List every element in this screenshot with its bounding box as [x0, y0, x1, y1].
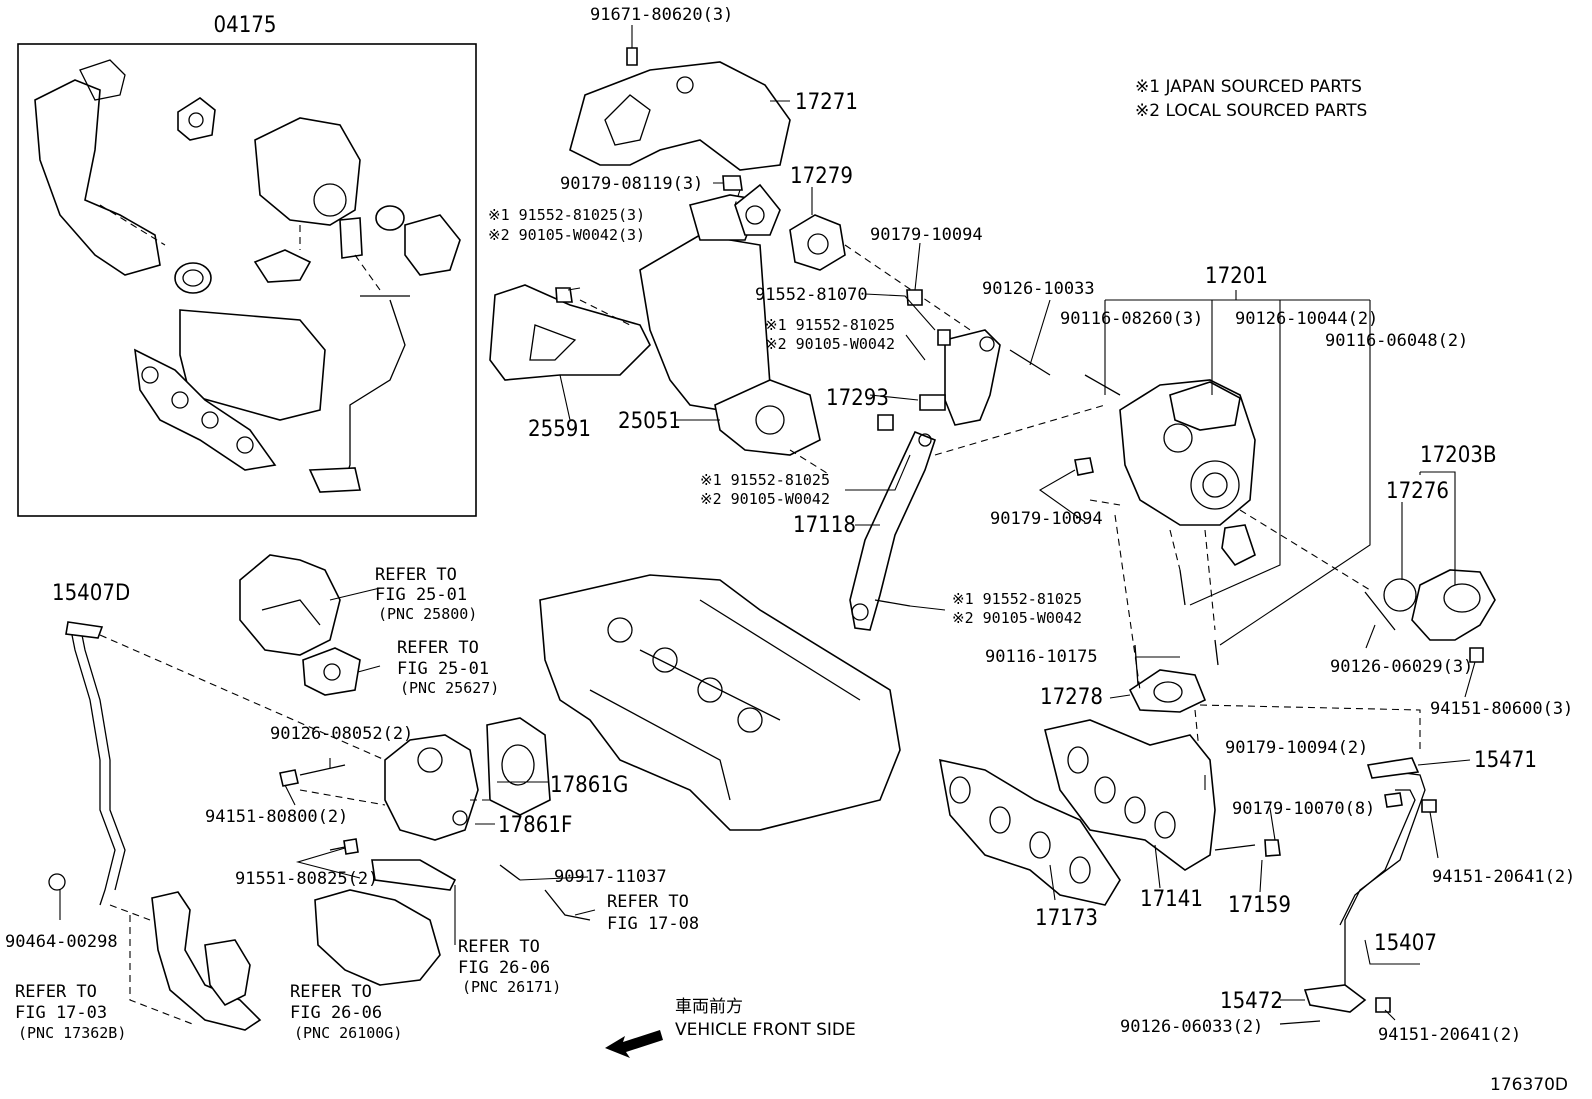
label-91671-80620[interactable]: 91671-80620(3) — [590, 5, 733, 25]
svg-text:(PNC 26100G): (PNC 26100G) — [294, 1024, 402, 1042]
note-japan: ※1 JAPAN SOURCED PARTS — [1135, 77, 1362, 97]
label-17159[interactable]: 17159 — [1228, 893, 1291, 918]
label-90116-06048[interactable]: 90116-06048(2) — [1325, 331, 1468, 351]
svg-text:FIG 25-01: FIG 25-01 — [397, 659, 489, 679]
exhaust-manifold — [938, 719, 1281, 906]
label-17118[interactable]: 17118 — [793, 513, 856, 538]
left-components — [48, 554, 591, 1031]
label-94151-20641-a[interactable]: 94151-20641(2) — [1432, 867, 1575, 887]
label-25051[interactable]: 25051 — [618, 409, 681, 434]
label-94151-80800[interactable]: 94151-80800(2) — [205, 807, 348, 827]
assembly-box: 04175 — [17, 13, 477, 517]
label-25591[interactable]: 25591 — [528, 417, 591, 442]
svg-text:REFER TO: REFER TO — [15, 982, 97, 1002]
label-17861f[interactable]: 17861F — [498, 813, 572, 838]
label-17861g[interactable]: 17861G — [550, 773, 628, 798]
label-15407d[interactable]: 15407D — [52, 581, 130, 606]
label-17279[interactable]: 17279 — [790, 164, 853, 189]
label-17203b[interactable]: 17203B — [1420, 443, 1497, 468]
svg-text:FIG 26-06: FIG 26-06 — [458, 958, 550, 978]
turbocharger — [849, 289, 1496, 851]
label-91552-81025-b[interactable]: ※1 91552-81025 — [765, 316, 895, 334]
label-15407[interactable]: 15407 — [1374, 931, 1437, 956]
svg-text:REFER TO: REFER TO — [397, 638, 479, 658]
label-17293[interactable]: 17293 — [826, 386, 889, 411]
label-90105-w0042-b[interactable]: ※2 90105-W0042 — [765, 335, 895, 353]
label-91552-81070[interactable]: 91552-81070 — [755, 285, 868, 305]
svg-text:FIG 17-08: FIG 17-08 — [607, 914, 699, 934]
svg-text:FIG 26-06: FIG 26-06 — [290, 1003, 382, 1023]
label-90179-10094-b[interactable]: 90179-10094 — [990, 509, 1103, 529]
assembly-number[interactable]: 04175 — [214, 13, 277, 38]
label-17173[interactable]: 17173 — [1035, 906, 1098, 931]
label-90917-11037[interactable]: 90917-11037 — [554, 867, 667, 887]
refer-fig-26-06-26171[interactable]: REFER TO FIG 26-06 (PNC 26171) — [458, 937, 561, 996]
direction-jp: 車両前方 — [675, 997, 743, 1017]
label-90126-06029[interactable]: 90126-06029(3) — [1330, 657, 1473, 677]
svg-text:(PNC 26171): (PNC 26171) — [462, 978, 561, 996]
label-90116-08260[interactable]: 90116-08260(3) — [1060, 309, 1203, 329]
label-90116-10175[interactable]: 90116-10175 — [985, 647, 1098, 667]
svg-text:REFER TO: REFER TO — [607, 892, 689, 912]
label-90126-10033[interactable]: 90126-10033 — [982, 279, 1095, 299]
label-91552-81025-c[interactable]: ※1 91552-81025 — [700, 471, 830, 489]
svg-text:(PNC 17362B): (PNC 17362B) — [18, 1024, 126, 1042]
svg-text:(PNC 25800): (PNC 25800) — [378, 605, 477, 623]
front-arrow-icon — [605, 1030, 663, 1058]
label-15472[interactable]: 15472 — [1220, 989, 1283, 1014]
label-17278[interactable]: 17278 — [1040, 685, 1103, 710]
label-15471[interactable]: 15471 — [1474, 748, 1537, 773]
exhaust-components — [489, 47, 986, 476]
direction-en: VEHICLE FRONT SIDE — [675, 1020, 856, 1040]
svg-text:REFER TO: REFER TO — [375, 565, 457, 585]
label-90105-w0042-d[interactable]: ※2 90105-W0042 — [952, 609, 1082, 627]
label-90464-00298[interactable]: 90464-00298 — [5, 932, 118, 952]
label-90179-10094-a[interactable]: 90179-10094 — [870, 225, 983, 245]
svg-text:(PNC 25627): (PNC 25627) — [400, 679, 499, 697]
svg-text:REFER TO: REFER TO — [458, 937, 540, 957]
label-94151-80600[interactable]: 94151-80600(3) — [1430, 699, 1573, 719]
refer-fig-25-01-25800[interactable]: REFER TO FIG 25-01 (PNC 25800) — [375, 565, 477, 623]
refer-fig-26-06-26100g[interactable]: REFER TO FIG 26-06 (PNC 26100G) — [290, 982, 402, 1042]
label-90126-10044[interactable]: 90126-10044(2) — [1235, 309, 1378, 329]
note-local: ※2 LOCAL SOURCED PARTS — [1135, 101, 1367, 121]
label-94151-20641-b[interactable]: 94151-20641(2) — [1378, 1025, 1521, 1045]
label-17276[interactable]: 17276 — [1386, 479, 1449, 504]
refer-labels: REFER TO FIG 25-01 (PNC 25800) REFER TO … — [15, 565, 699, 1042]
figure-id: 176370D — [1490, 1075, 1568, 1095]
notes: ※1 JAPAN SOURCED PARTS ※2 LOCAL SOURCED … — [1135, 77, 1367, 121]
label-17141[interactable]: 17141 — [1140, 887, 1203, 912]
label-91551-80825[interactable]: 91551-80825(2) — [235, 869, 378, 889]
label-17271[interactable]: 17271 — [795, 90, 858, 115]
refer-fig-17-03-17362b[interactable]: REFER TO FIG 17-03 (PNC 17362B) — [15, 982, 126, 1042]
svg-text:FIG 17-03: FIG 17-03 — [15, 1003, 107, 1023]
leader-lines — [59, 25, 1476, 1021]
label-91552-81025-a[interactable]: ※1 91552-81025(3) — [488, 206, 645, 224]
svg-text:REFER TO: REFER TO — [290, 982, 372, 1002]
refer-fig-25-01-25627[interactable]: REFER TO FIG 25-01 (PNC 25627) — [397, 638, 499, 697]
label-90179-10070[interactable]: 90179-10070(8) — [1232, 799, 1375, 819]
label-90105-w0042-a[interactable]: ※2 90105-W0042(3) — [488, 226, 645, 244]
label-90179-10094-c[interactable]: 90179-10094(2) — [1225, 738, 1368, 758]
label-90126-08052[interactable]: 90126-08052(2) — [270, 724, 413, 744]
part-labels: 91671-80620(3) 17271 90179-08119(3) 1727… — [5, 5, 1575, 1045]
cylinder-head — [539, 574, 901, 831]
svg-text:FIG 25-01: FIG 25-01 — [375, 585, 467, 605]
label-90126-06033[interactable]: 90126-06033(2) — [1120, 1017, 1263, 1037]
label-90179-08119[interactable]: 90179-08119(3) — [560, 174, 703, 194]
refer-fig-17-08[interactable]: REFER TO FIG 17-08 — [607, 892, 699, 934]
vehicle-front-indicator: 車両前方 VEHICLE FRONT SIDE — [605, 997, 856, 1058]
label-91552-81025-d[interactable]: ※1 91552-81025 — [952, 590, 1082, 608]
oil-pipe — [1279, 757, 1437, 1025]
label-17201[interactable]: 17201 — [1205, 264, 1268, 289]
label-90105-w0042-c[interactable]: ※2 90105-W0042 — [700, 490, 830, 508]
